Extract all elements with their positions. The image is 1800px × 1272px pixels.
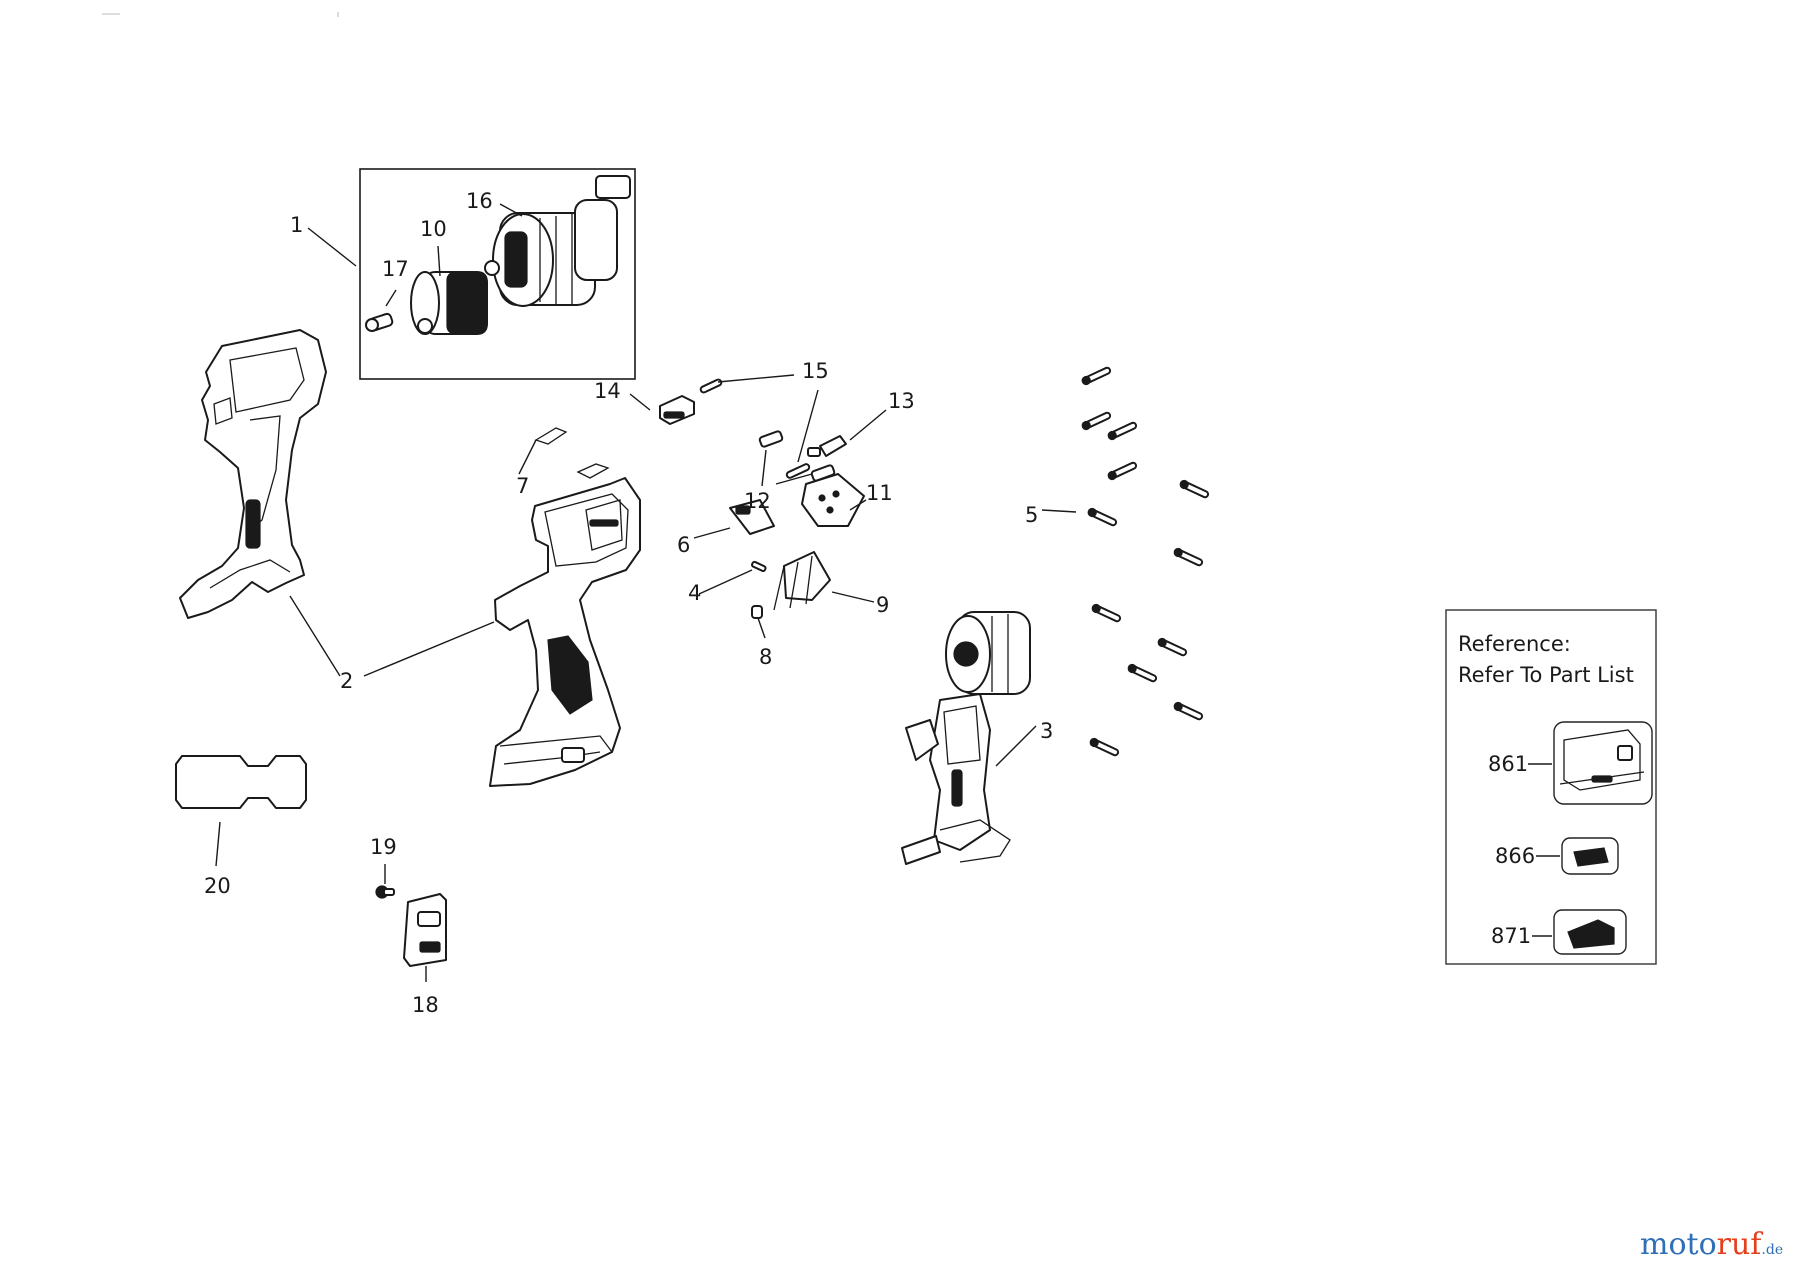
part-8-screw (751, 605, 763, 619)
part-13-lever (807, 435, 847, 457)
part-2-housing-right (489, 477, 641, 787)
reference-item-866-label: 866 (1495, 844, 1535, 868)
leader-lines (215, 203, 1077, 982)
callout-18: 18 (412, 993, 439, 1017)
part-19-screw (375, 885, 395, 899)
charger-thumbnail (1553, 909, 1627, 955)
part-10-chuck (410, 271, 488, 335)
callout-16: 16 (466, 189, 493, 213)
part-2-housing-left (179, 329, 327, 619)
callout-19: 19 (370, 835, 397, 859)
part-5-screws (1081, 366, 1210, 757)
callout-3: 3 (1040, 719, 1053, 743)
callout-6: 6 (677, 533, 690, 557)
part-7-clips (534, 427, 610, 479)
reference-title: Reference: (1458, 632, 1571, 656)
part-17-screw (365, 312, 394, 332)
part-11-board (801, 473, 865, 527)
part-9-switch (773, 551, 831, 611)
part-3-motor-assembly (901, 611, 1031, 865)
battery-thumbnail (1561, 837, 1619, 875)
callout-7: 7 (516, 474, 529, 498)
callout-14: 14 (594, 379, 621, 403)
callout-10: 10 (420, 217, 447, 241)
kit-box-frame (359, 168, 636, 380)
callout-20: 20 (204, 874, 231, 898)
watermark-logo: motoruf.de (1640, 1227, 1783, 1262)
reference-item-861-label: 861 (1488, 752, 1528, 776)
watermark-part-a: moto (1640, 1227, 1717, 1262)
part-20-label (175, 755, 307, 809)
reference-panel-frame (1445, 609, 1657, 965)
callout-5: 5 (1025, 503, 1038, 527)
callout-1: 1 (290, 213, 303, 237)
callout-12: 12 (744, 489, 771, 513)
watermark-part-c: .de (1761, 1242, 1783, 1258)
callout-4: 4 (688, 581, 701, 605)
watermark-part-b: ruf (1717, 1227, 1764, 1262)
callout-9: 9 (876, 593, 889, 617)
part-15-pins (699, 378, 811, 479)
callout-11: 11 (866, 481, 893, 505)
callout-15: 15 (802, 359, 829, 383)
part-14-switch-cap (659, 395, 695, 425)
callout-17: 17 (382, 257, 409, 281)
part-4-pin (751, 560, 767, 573)
part-12-pads (758, 430, 836, 482)
callout-8: 8 (759, 645, 772, 669)
reference-panel: Reference: Refer To Part List 861 866 87… (1445, 609, 1657, 965)
part-6-slide (729, 499, 775, 535)
callout-2: 2 (340, 669, 353, 693)
part-16-gearbox (484, 175, 631, 307)
reference-subtitle: Refer To Part List (1458, 663, 1634, 687)
reference-item-871-label: 871 (1491, 924, 1531, 948)
kit-case-thumbnail (1553, 721, 1653, 805)
part-18-belt-hook (403, 893, 447, 967)
callout-13: 13 (888, 389, 915, 413)
